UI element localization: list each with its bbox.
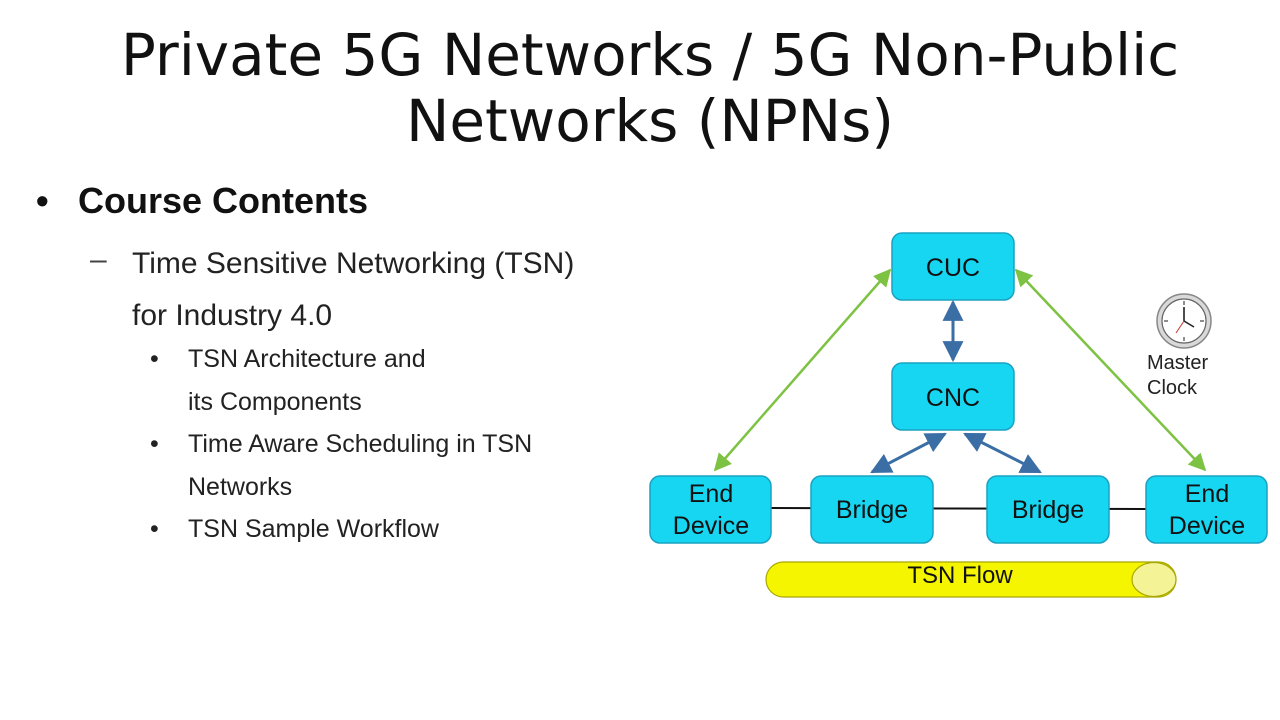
cnc-node: CNC bbox=[891, 362, 1015, 431]
tsn-flow-label: TSN Flow bbox=[907, 562, 1013, 589]
cnc-label: CNC bbox=[926, 384, 980, 412]
cuc-end-device-left-arrow bbox=[713, 268, 892, 472]
cuc-end-device-right-arrow bbox=[1014, 268, 1207, 472]
bullet-marker: • bbox=[36, 180, 49, 221]
bridge-left-box bbox=[810, 475, 934, 544]
bridge-right-box bbox=[986, 475, 1110, 544]
master-clock-label-line-2: Clock bbox=[1147, 377, 1198, 399]
subtopic-line-2: its Components bbox=[188, 387, 362, 416]
subtopic-line-2: Networks bbox=[188, 472, 293, 501]
bridge-right-node: Bridge bbox=[986, 475, 1110, 544]
end-device-left-node: End Device bbox=[649, 475, 772, 544]
dash-marker: – bbox=[90, 243, 107, 276]
subtopic-line-1: Time Aware Scheduling in TSN bbox=[188, 430, 533, 458]
bullet-marker: • bbox=[150, 515, 159, 543]
bridge-right-label: Bridge bbox=[1012, 496, 1084, 524]
topic-text: Time Sensitive Networking (TSN) for Indu… bbox=[132, 238, 652, 342]
topic-line-1: Time Sensitive Networking (TSN) bbox=[132, 247, 575, 280]
end-device-left-label-line-2: Device bbox=[673, 512, 749, 540]
subtopic-item: • TSN Architecture and its Components bbox=[150, 338, 630, 423]
topic-line-2: for Industry 4.0 bbox=[132, 299, 333, 332]
end-device-right-label-line-1: End bbox=[1185, 480, 1229, 508]
slide-title: Private 5G Networks / 5G Non-Public Netw… bbox=[60, 22, 1240, 154]
cnc-box bbox=[891, 362, 1015, 431]
subtopic-line-1: TSN Sample Workflow bbox=[188, 515, 439, 543]
slide-title-line-2: Networks (NPNs) bbox=[405, 87, 895, 155]
subtopic-item: • TSN Sample Workflow bbox=[150, 508, 630, 551]
subtopic-line-1: TSN Architecture and bbox=[188, 345, 426, 373]
end-device-right-label-line-2: Device bbox=[1169, 512, 1245, 540]
end-device-left-box bbox=[649, 475, 772, 544]
tsn-flow-pipe: TSN Flow bbox=[765, 561, 1177, 598]
cnc-bridge-right-arrow bbox=[963, 432, 1042, 474]
subtopic-item: • Time Aware Scheduling in TSN Networks bbox=[150, 423, 630, 508]
slide-title-line-1: Private 5G Networks / 5G Non-Public bbox=[120, 21, 1180, 89]
cuc-label: CUC bbox=[926, 254, 980, 282]
cuc-node: CUC bbox=[891, 232, 1015, 301]
tsn-flow-end-cap bbox=[1131, 561, 1177, 598]
cnc-bridge-left-arrow bbox=[870, 432, 947, 474]
end-device-right-box bbox=[1145, 475, 1268, 544]
bullet-marker: • bbox=[150, 430, 159, 458]
bridge-left-node: Bridge bbox=[810, 475, 934, 544]
end-device-right-node: End Device bbox=[1145, 475, 1268, 544]
end-device-left-label-line-1: End bbox=[689, 480, 733, 508]
bullet-marker: • bbox=[150, 345, 159, 373]
bridge-left-label: Bridge bbox=[836, 496, 908, 524]
subtopic-list: • TSN Architecture and its Components • … bbox=[150, 338, 630, 551]
cuc-box bbox=[891, 232, 1015, 301]
master-clock-label-line-1: Master bbox=[1147, 352, 1208, 374]
course-contents-heading: Course Contents bbox=[78, 180, 369, 221]
clock-icon bbox=[1156, 293, 1212, 349]
